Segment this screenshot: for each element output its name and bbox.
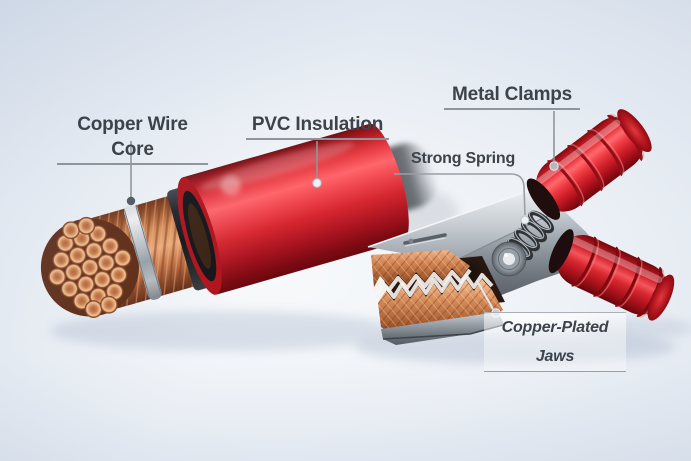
label-pvc-insulation-text: PVC Insulation [251, 114, 384, 135]
label-copper-plated-jaws-text: Copper-Plated Jaws [501, 319, 609, 365]
leader-dot-spring [520, 215, 530, 225]
upper-copper-jaw [371, 250, 470, 287]
label-copper-wire-core-text: Copper Wire Core [77, 114, 188, 160]
lower-handle-grip [548, 229, 675, 321]
leader-dot-copper-core [126, 196, 136, 206]
label-copper-plated-jaws: Copper-Plated Jaws [484, 312, 626, 372]
upper-handle-grip [526, 109, 652, 220]
label-strong-spring: Strong Spring [405, 148, 521, 170]
label-metal-clamps: Metal Clamps [444, 82, 580, 110]
clamp-slot [403, 233, 447, 247]
lower-handle-opening [548, 229, 574, 274]
leader-line-spring [394, 173, 526, 216]
pivot-rivet [491, 241, 527, 277]
leader-dot-pvc [312, 178, 322, 188]
leader-line-jaws [476, 280, 494, 310]
label-copper-wire-core: Copper Wire Core [57, 112, 208, 165]
metal-band [123, 204, 162, 300]
alligator-clamp-illustration [367, 109, 675, 345]
pvc-insulation-cylinder [177, 123, 409, 295]
upper-handle-opening [526, 178, 561, 220]
label-pvc-insulation: PVC Insulation [246, 112, 389, 140]
cable-cutaway-illustration [40, 123, 437, 318]
leader-dot-clamps [549, 161, 559, 171]
label-strong-spring-text: Strong Spring [410, 150, 516, 167]
label-metal-clamps-text: Metal Clamps [451, 84, 573, 105]
